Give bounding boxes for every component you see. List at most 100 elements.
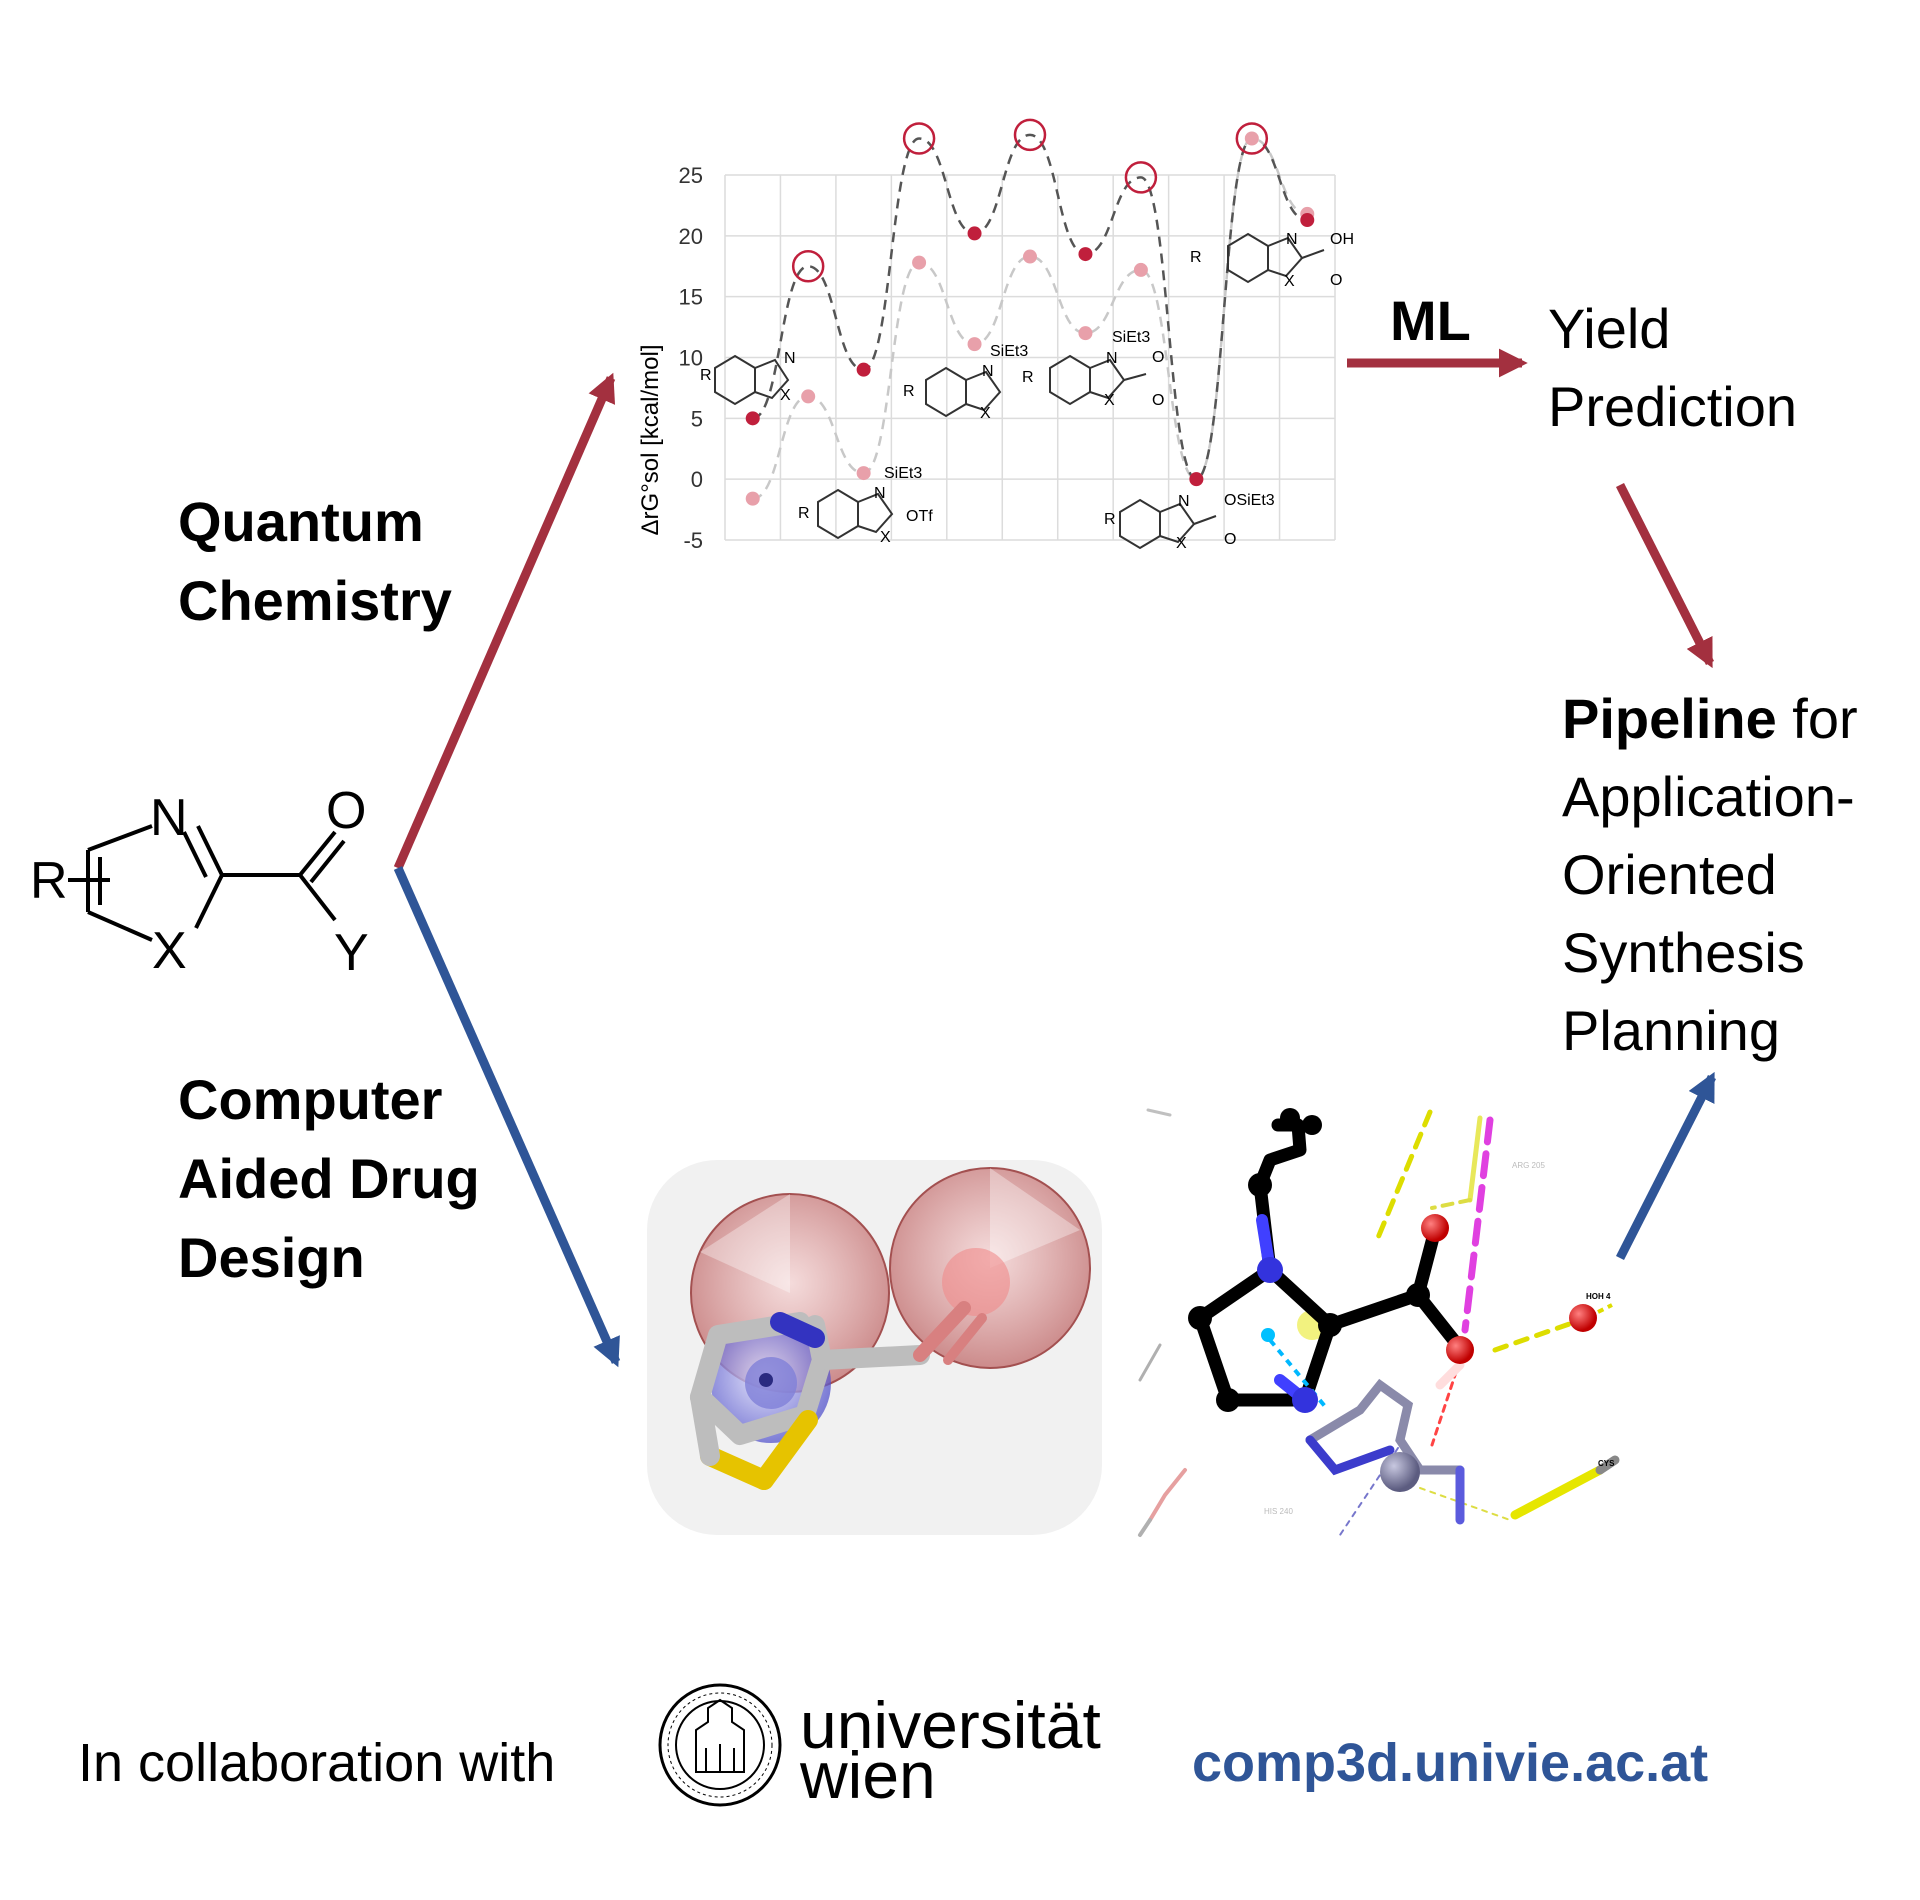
chart-point-series-0 — [856, 362, 871, 377]
pipeline-for: for — [1776, 687, 1858, 750]
pipeline-bold-word: Pipeline — [1562, 687, 1777, 750]
chart-point-series-1 — [1244, 131, 1259, 146]
university-seal — [658, 1683, 782, 1807]
structure-s6-oh: OH — [1330, 231, 1354, 248]
structure-s3-sil: SiEt3 — [990, 343, 1028, 360]
chart-transition-state-marker — [1124, 161, 1158, 194]
drug-design-label: Computer Aided Drug Design — [178, 1060, 480, 1297]
structure-s5-osil: OSiEt3 — [1224, 492, 1275, 509]
structure-s6-n: N — [1286, 231, 1298, 248]
chart-point-series-0 — [1078, 247, 1093, 262]
structure-s4-n: N — [1106, 350, 1118, 367]
structure-s6-x: X — [1284, 273, 1295, 290]
scaffold-atom-o: O — [326, 782, 366, 840]
structure-s6 — [1227, 232, 1325, 284]
pipeline-line-2: Application- — [1562, 765, 1855, 828]
chart-y-tick-label: 20 — [679, 224, 703, 249]
chart-y-axis-label: ΔrG°sol [kcal/mol] — [637, 345, 664, 536]
chart-point-series-1 — [856, 466, 871, 481]
chart-point-series-0 — [967, 226, 982, 241]
structure-s2-sil: SiEt3 — [884, 465, 922, 482]
complex-label-cys: CYS — [1598, 1459, 1615, 1468]
pharmacophore-panel — [647, 1160, 1102, 1535]
structure-s2-x: X — [880, 529, 891, 546]
pipeline-line-4: Synthesis — [1562, 921, 1805, 984]
structure-s2-otf: OTf — [906, 508, 933, 525]
structure-s1-n: N — [784, 350, 796, 367]
chart-transition-state-marker — [1235, 122, 1269, 155]
arrow-yield-to-pipeline — [1615, 482, 1715, 669]
chart-transition-state-marker — [902, 122, 936, 155]
arrow-to-drug-design — [393, 866, 621, 1368]
structure-s3-n: N — [982, 363, 994, 380]
structure-s5-n: N — [1178, 493, 1190, 510]
chart-point-series-1 — [745, 491, 760, 506]
chart-point-series-0 — [1189, 472, 1204, 487]
chart-transition-state-marker — [791, 250, 825, 283]
structure-s3-x: X — [980, 405, 991, 422]
chart-transition-state-marker — [1013, 118, 1047, 152]
arrow-to-quantum-chemistry — [393, 372, 616, 870]
protein-ligand-complex: ARG 205 HOH 4 CYS HIS 240 — [1138, 1108, 1620, 1537]
quantum-chemistry-label: Quantum Chemistry — [178, 482, 452, 640]
quantum-chemistry-line-1: Quantum — [178, 490, 424, 553]
chart-point-series-1 — [1078, 326, 1093, 341]
chart-y-tick-label: 25 — [679, 163, 703, 188]
yield-line-2: Prediction — [1548, 375, 1798, 438]
chart-point-series-1 — [1023, 249, 1037, 264]
structure-s6-o: O — [1330, 272, 1342, 289]
structure-s4 — [1049, 354, 1147, 406]
structure-s4-o1: O — [1152, 349, 1164, 366]
university-line-2: wien — [800, 1738, 936, 1812]
chart-y-tick-label: 5 — [691, 406, 703, 431]
chart-y-tick-label: 0 — [691, 467, 703, 492]
pipeline-line-3: Oriented — [1562, 843, 1777, 906]
scaffold-atom-n: N — [150, 789, 188, 847]
chart-point-series-1 — [801, 389, 816, 404]
structure-s5-r: R — [1104, 511, 1116, 528]
pipeline-line-5: Planning — [1562, 999, 1780, 1062]
structure-s3 — [925, 366, 1002, 418]
yield-prediction-label: Yield Prediction — [1548, 290, 1797, 446]
quantum-chemistry-line-2: Chemistry — [178, 569, 452, 632]
chart-point-series-1 — [912, 255, 927, 270]
structure-s5 — [1119, 498, 1217, 550]
drug-design-line-2: Aided Drug — [178, 1147, 480, 1210]
chart-series — [745, 118, 1315, 506]
structure-s5-o: O — [1224, 531, 1236, 548]
structure-s4-x: X — [1104, 392, 1115, 409]
chart-y-tick-label: 10 — [679, 346, 703, 371]
chart-series-line-0 — [752, 133, 1308, 481]
structure-s3-r: R — [903, 383, 915, 400]
chart-point-series-1 — [1133, 262, 1148, 277]
collaboration-text: In collaboration with — [78, 1733, 556, 1793]
structure-s5-x: X — [1176, 535, 1187, 552]
structure-s2-n: N — [874, 485, 886, 502]
university-wordmark: universität wien — [800, 1688, 1101, 1812]
scaffold-structure — [68, 824, 346, 942]
drug-design-line-1: Computer — [178, 1068, 443, 1131]
chart-series-line-1 — [752, 137, 1308, 500]
complex-label-hoh: HOH 4 — [1586, 1292, 1611, 1301]
chart-point-series-0 — [745, 411, 760, 426]
structure-s1 — [714, 354, 790, 406]
university-line-1: universität — [800, 1688, 1101, 1762]
complex-label-arg: ARG 205 — [1512, 1161, 1545, 1170]
pipeline-label: Pipeline for Application- Oriented Synth… — [1562, 680, 1858, 1070]
structure-s6-r: R — [1190, 249, 1202, 266]
structure-s1-x: X — [780, 387, 791, 404]
complex-label-his: HIS 240 — [1264, 1507, 1293, 1516]
structure-s4-sil: SiEt3 — [1112, 329, 1150, 346]
yield-line-1: Yield — [1548, 297, 1671, 360]
website-link[interactable]: comp3d.univie.ac.at — [1192, 1733, 1709, 1793]
structure-s4-o2: O — [1152, 392, 1164, 409]
structure-s4-r: R — [1022, 369, 1034, 386]
drug-design-line-3: Design — [178, 1226, 365, 1289]
ml-label: ML — [1390, 289, 1471, 352]
scaffold-atom-r: R — [30, 852, 68, 910]
scaffold-atom-y: Y — [334, 924, 369, 982]
structure-s2-r: R — [798, 505, 810, 522]
